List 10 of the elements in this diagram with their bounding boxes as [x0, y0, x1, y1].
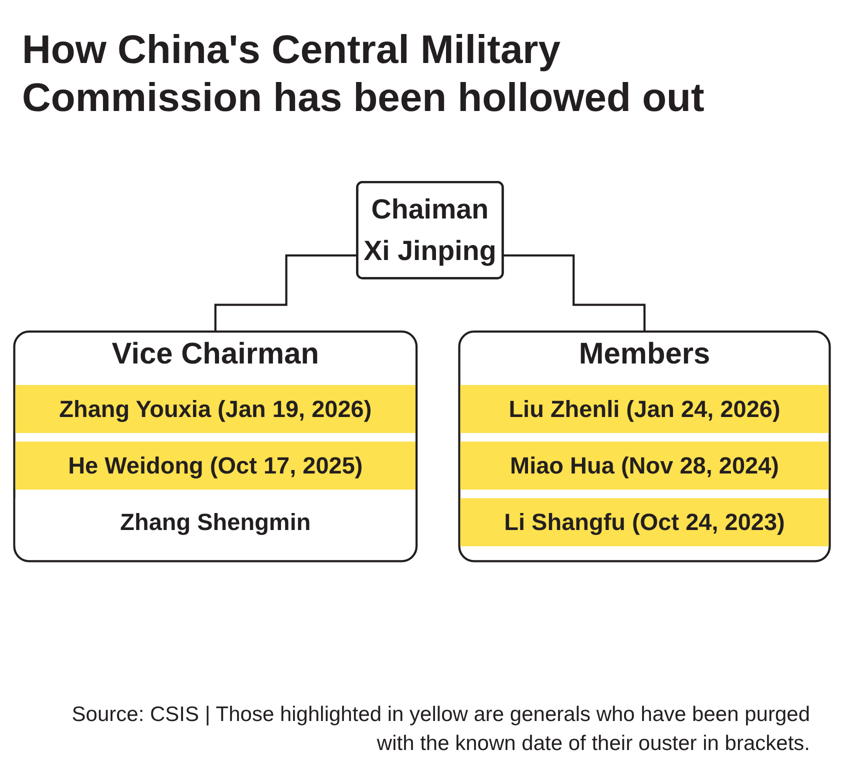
- node-text: Zhang Shengmin: [120, 508, 311, 536]
- title: How China's Central Military Commission has been hollowed out: [22, 27, 706, 122]
- node-box: Liu Zhenli (Jan 24, 2026): [460, 384, 829, 434]
- connector: [214, 254, 358, 333]
- node-box: Zhang Youxia (Jan 19, 2026): [15, 384, 416, 434]
- node-box: Miao Hua (Nov 28, 2024): [460, 442, 829, 490]
- caption: Source: CSIS | Those highlighted in yellow are generals who have been purged with the known date of their ouster in brackets.: [70, 702, 810, 757]
- node-box: Li Shangfu (Oct 24, 2023): [460, 498, 829, 546]
- connector: [502, 254, 646, 333]
- node-box: He Weidong (Oct 17, 2025): [15, 442, 416, 490]
